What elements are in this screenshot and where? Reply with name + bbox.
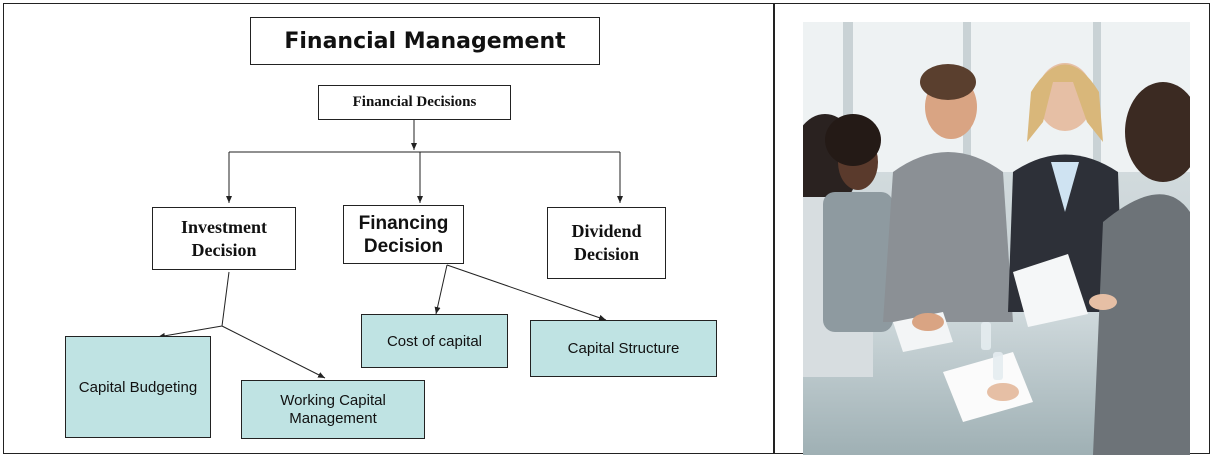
node-cost-of-capital: Cost of capital bbox=[361, 314, 508, 368]
page-title: Financial Management bbox=[250, 17, 600, 65]
investment-stem bbox=[221, 271, 230, 327]
arrow-cost-of-capital bbox=[434, 264, 448, 315]
node-dividend-decision: Dividend Decision bbox=[547, 207, 666, 279]
arrow-capital-structure bbox=[446, 264, 607, 321]
node-investment-decision: Investment Decision bbox=[152, 207, 296, 270]
business-meeting-photo bbox=[803, 22, 1190, 455]
node-financing-decision: Financing Decision bbox=[343, 205, 464, 264]
arrow-working-capital bbox=[221, 325, 326, 379]
arrow-capital-budgeting bbox=[157, 325, 223, 339]
connector-lines bbox=[157, 120, 623, 379]
node-capital-structure: Capital Structure bbox=[530, 320, 717, 377]
node-capital-budgeting: Capital Budgeting bbox=[65, 336, 211, 438]
panel-divider bbox=[773, 3, 775, 454]
node-working-capital-management: Working Capital Management bbox=[241, 380, 425, 439]
outer-frame bbox=[3, 3, 1210, 454]
node-financial-decisions: Financial Decisions bbox=[318, 85, 511, 120]
